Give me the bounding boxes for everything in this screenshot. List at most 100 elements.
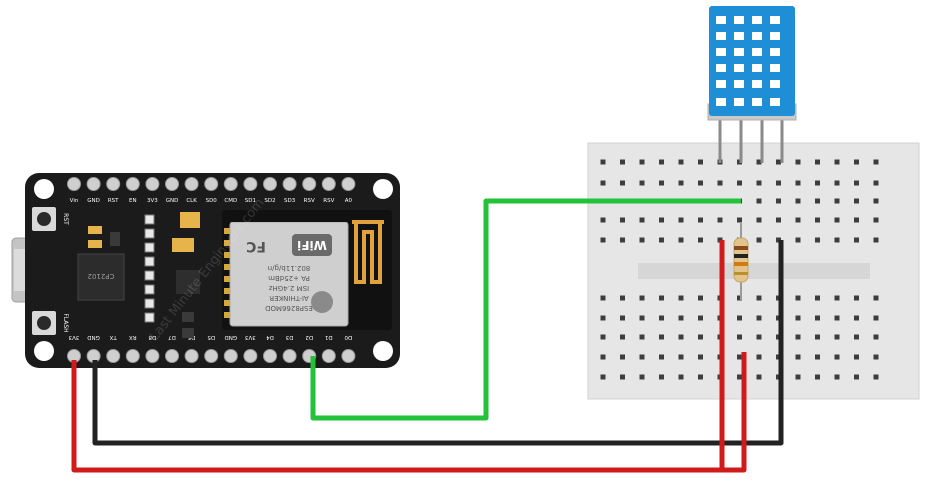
- grille-slot: [770, 32, 780, 40]
- breadboard-hole: [600, 159, 606, 165]
- breadboard-hole: [854, 295, 859, 301]
- top-pin-label: Vin: [70, 198, 79, 204]
- breadboard-hole: [600, 374, 606, 380]
- header-pin: [204, 349, 219, 363]
- grille-slot: [752, 48, 762, 56]
- breadboard-hole: [620, 180, 625, 186]
- breadboard-hole: [620, 315, 625, 321]
- grille-slot: [734, 80, 744, 88]
- voltage-regulator: [176, 270, 200, 294]
- grille-slot: [734, 16, 744, 24]
- breadboard-hole: [737, 334, 742, 340]
- breadboard-hole: [737, 354, 742, 360]
- breadboard-hole: [659, 315, 664, 321]
- breadboard-hole: [600, 217, 606, 223]
- breadboard-hole: [834, 237, 840, 243]
- module-pad: [224, 228, 230, 234]
- mount-hole: [34, 341, 54, 361]
- breadboard-hole: [737, 217, 742, 223]
- capacitor: [180, 212, 200, 228]
- usb-serial-chip: CP2102: [77, 253, 125, 301]
- breadboard-hole: [815, 198, 820, 204]
- breadboard-hole: [776, 217, 781, 223]
- breadboard-hole: [756, 198, 762, 204]
- breadboard-hole: [834, 334, 840, 340]
- bottom-pin-label: 3V3: [245, 334, 256, 340]
- breadboard-hole: [678, 334, 684, 340]
- module-line: PA +25dBm: [268, 274, 310, 282]
- header-pin: [223, 177, 238, 191]
- breadboard-hole: [795, 237, 801, 243]
- module-pad: [224, 264, 230, 270]
- breadboard-hole: [659, 295, 664, 301]
- breadboard-hole: [815, 354, 820, 360]
- breadboard-hole: [873, 354, 879, 360]
- grille-slot: [734, 32, 744, 40]
- grille-slot: [770, 80, 780, 88]
- breadboard-hole: [737, 374, 742, 380]
- breadboard-hole: [678, 295, 684, 301]
- breadboard-hole: [600, 295, 606, 301]
- breadboard-hole: [698, 354, 703, 360]
- breadboard-hole: [600, 180, 606, 186]
- top-pin-label: SD2: [264, 198, 275, 204]
- breadboard-hole: [795, 217, 801, 223]
- breadboard-hole: [678, 159, 684, 165]
- bottom-pin-label: D2: [305, 334, 313, 340]
- header-pin: [282, 349, 297, 363]
- breadboard-hole: [639, 217, 645, 223]
- breadboard-hole: [834, 295, 840, 301]
- grille-slot: [716, 16, 726, 24]
- bottom-pin-label: D1: [325, 334, 333, 340]
- header-pin: [321, 177, 336, 191]
- header-pin: [67, 177, 81, 191]
- breadboard: [587, 142, 920, 400]
- grille-slot: [752, 16, 762, 24]
- grille-slot: [752, 32, 762, 40]
- breadboard-hole: [678, 315, 684, 321]
- breadboard-hole: [620, 217, 625, 223]
- breadboard-hole: [659, 159, 664, 165]
- top-pin-label: RST: [108, 198, 119, 204]
- mid-pin: [144, 284, 155, 295]
- header-pin: [321, 349, 336, 363]
- breadboard-hole: [678, 237, 684, 243]
- breadboard-hole: [620, 295, 625, 301]
- breadboard-hole: [776, 159, 781, 165]
- breadboard-hole: [698, 295, 703, 301]
- breadboard-hole: [698, 334, 703, 340]
- top-pin-label: GND: [87, 198, 100, 204]
- bottom-pin-label: GND: [87, 334, 100, 340]
- breadboard-hole: [815, 237, 820, 243]
- breadboard-hole: [678, 354, 684, 360]
- mid-pin: [144, 242, 155, 253]
- breadboard-hole: [639, 315, 645, 321]
- grille-slot: [716, 80, 726, 88]
- grille-slot: [752, 64, 762, 72]
- breadboard-hole: [659, 374, 664, 380]
- breadboard-hole: [854, 217, 859, 223]
- breadboard-hole: [698, 217, 703, 223]
- header-pin: [263, 177, 277, 191]
- breadboard-hole: [600, 354, 606, 360]
- breadboard-hole: [854, 374, 859, 380]
- breadboard-hole: [620, 374, 625, 380]
- bottom-pin-label: D8: [148, 334, 156, 340]
- header-pin: [302, 177, 317, 191]
- breadboard-hole: [854, 354, 859, 360]
- breadboard-hole: [620, 237, 625, 243]
- grille-slot: [770, 16, 780, 24]
- breadboard-hole: [815, 315, 820, 321]
- header-pin: [341, 349, 356, 363]
- grille-slot: [734, 48, 744, 56]
- module-line: AI-THINKER: [269, 294, 309, 302]
- rst-button-label: RST: [62, 213, 69, 225]
- breadboard-hole: [834, 374, 840, 380]
- bottom-pin-label: GND: [224, 334, 237, 340]
- wifi-logo-text: WiFi: [297, 238, 327, 252]
- breadboard-hole: [756, 180, 762, 186]
- header-pin: [204, 177, 219, 191]
- header-pin: [86, 177, 101, 191]
- breadboard-hole: [795, 354, 801, 360]
